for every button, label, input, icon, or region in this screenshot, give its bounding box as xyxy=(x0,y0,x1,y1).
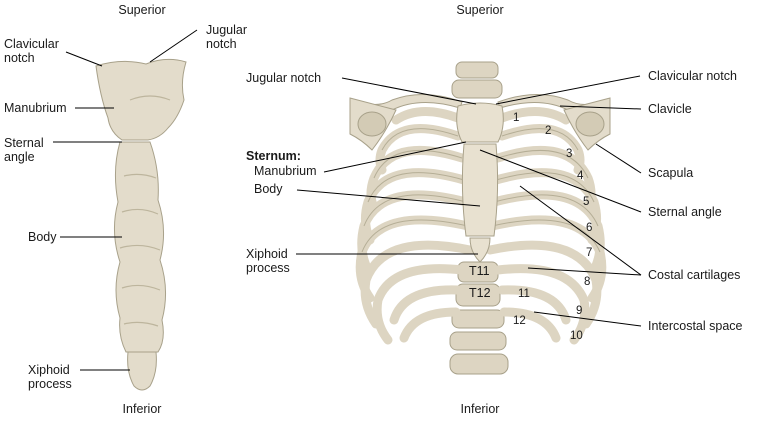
left-inferior-label: Inferior xyxy=(122,402,162,416)
leader-intercostal-space xyxy=(533,311,642,327)
left-clavicular-notch-line2: notch xyxy=(4,51,35,65)
rib-number-8: 8 xyxy=(584,276,591,288)
vertebra-t11-label: T11 xyxy=(469,264,490,278)
leader-lines xyxy=(53,29,642,371)
leader-manubrium xyxy=(323,141,467,173)
rib-number-6: 6 xyxy=(586,222,593,234)
right-sternal-angle-label: Sternal angle xyxy=(648,205,722,219)
rib-10-right xyxy=(499,307,561,343)
rib-8-left xyxy=(372,264,467,345)
rib-number-5: 5 xyxy=(583,196,590,208)
left-clavicular-notch-line1: Clavicular xyxy=(4,37,59,51)
right-manubrium-label: Manubrium xyxy=(254,164,317,178)
rib-number-10: 10 xyxy=(570,330,583,342)
thorax-sternal-body xyxy=(461,143,499,237)
lumbar-vertebra-1 xyxy=(451,309,505,329)
left-xiphoid-line2: process xyxy=(28,377,72,391)
isolated-sternal-body xyxy=(114,141,166,353)
vertebra-top-1 xyxy=(455,61,499,79)
isolated-sternum xyxy=(95,58,187,391)
right-jugular-notch-label: Jugular notch xyxy=(246,71,322,85)
rib-1-right xyxy=(497,106,571,125)
left-jugular-notch-label: Jugular notch xyxy=(206,23,247,51)
right-inferior-label: Inferior xyxy=(460,402,500,416)
left-superior-label: Superior xyxy=(118,3,166,17)
rib-number-3: 3 xyxy=(566,148,573,160)
rib-10-left xyxy=(399,307,461,343)
left-jugular-notch-line2: notch xyxy=(206,37,237,51)
right-xiphoid-label: Xiphoid process xyxy=(246,247,290,275)
leader-left-jugular-notch xyxy=(149,29,198,63)
left-jugular-notch-line1: Jugular xyxy=(206,23,247,37)
leader-costal-cartilages-1 xyxy=(519,185,642,276)
left-xiphoid-line1: Xiphoid xyxy=(28,363,70,377)
leader-jugular-notch xyxy=(341,77,477,105)
right-intercostal-space-label: Intercostal space xyxy=(648,319,743,333)
left-sternal-angle-label: Sternal angle xyxy=(4,136,44,164)
left-sternal-angle-line1: Sternal xyxy=(4,136,44,150)
vertebra-top-2 xyxy=(451,79,503,99)
vertebra-t12-label: T12 xyxy=(469,286,491,300)
rib-outlines xyxy=(361,128,601,253)
right-clavicle-label: Clavicle xyxy=(648,102,692,116)
rib-8-right xyxy=(493,264,590,345)
rib-number-11: 11 xyxy=(518,288,530,300)
vertebral-column xyxy=(449,61,509,375)
right-xiphoid-line2: process xyxy=(246,261,290,275)
lumbar-vertebra-2 xyxy=(449,331,507,351)
right-costal-cartilages-label: Costal cartilages xyxy=(648,268,741,282)
leader-body xyxy=(296,189,481,207)
right-superior-label: Superior xyxy=(456,3,504,17)
rib-number-4: 4 xyxy=(577,170,584,182)
leader-left-clavicular-notch xyxy=(65,51,103,67)
thorax-manubrium xyxy=(456,102,504,143)
left-body-label: Body xyxy=(28,230,57,244)
right-xiphoid-line1: Xiphoid xyxy=(246,247,288,261)
leader-costal-cartilages-2 xyxy=(527,267,642,276)
left-manubrium-label: Manubrium xyxy=(4,101,67,115)
rib-9-right xyxy=(497,285,571,325)
rib-7-left xyxy=(360,240,475,329)
leader-clavicular-notch xyxy=(495,75,641,105)
leader-sternal-angle xyxy=(479,149,642,213)
right-scapula-label: Scapula xyxy=(648,166,694,180)
scapula-right-head xyxy=(575,111,605,137)
clavicles-and-scapulae xyxy=(349,93,611,151)
rib-number-12: 12 xyxy=(513,315,526,327)
rib-number-2: 2 xyxy=(545,125,552,137)
scapula-left-head xyxy=(357,111,387,137)
thorax-xiphoid xyxy=(469,237,491,263)
left-sternal-angle-line2: angle xyxy=(4,150,35,164)
isolated-manubrium xyxy=(95,58,187,141)
isolated-sternum-shading xyxy=(119,95,171,327)
right-body-label: Body xyxy=(254,182,283,196)
right-sternum-heading: Sternum: xyxy=(246,149,301,163)
leader-clavicle xyxy=(559,105,642,110)
rib-number-7: 7 xyxy=(586,247,593,259)
left-xiphoid-label: Xiphoid process xyxy=(28,363,72,391)
rib-9-left xyxy=(389,285,463,325)
thorax-sternum xyxy=(456,102,504,263)
lumbar-vertebra-3 xyxy=(449,353,509,375)
rib-number-1: 1 xyxy=(513,112,520,124)
rib-number-9: 9 xyxy=(576,305,583,317)
rib-1-left xyxy=(391,106,463,125)
leader-scapula xyxy=(595,143,642,174)
left-clavicular-notch-label: Clavicular notch xyxy=(4,37,59,65)
vertebra-t12-body xyxy=(455,283,501,307)
right-clavicular-notch-label: Clavicular notch xyxy=(648,69,737,83)
isolated-xiphoid xyxy=(127,351,157,391)
